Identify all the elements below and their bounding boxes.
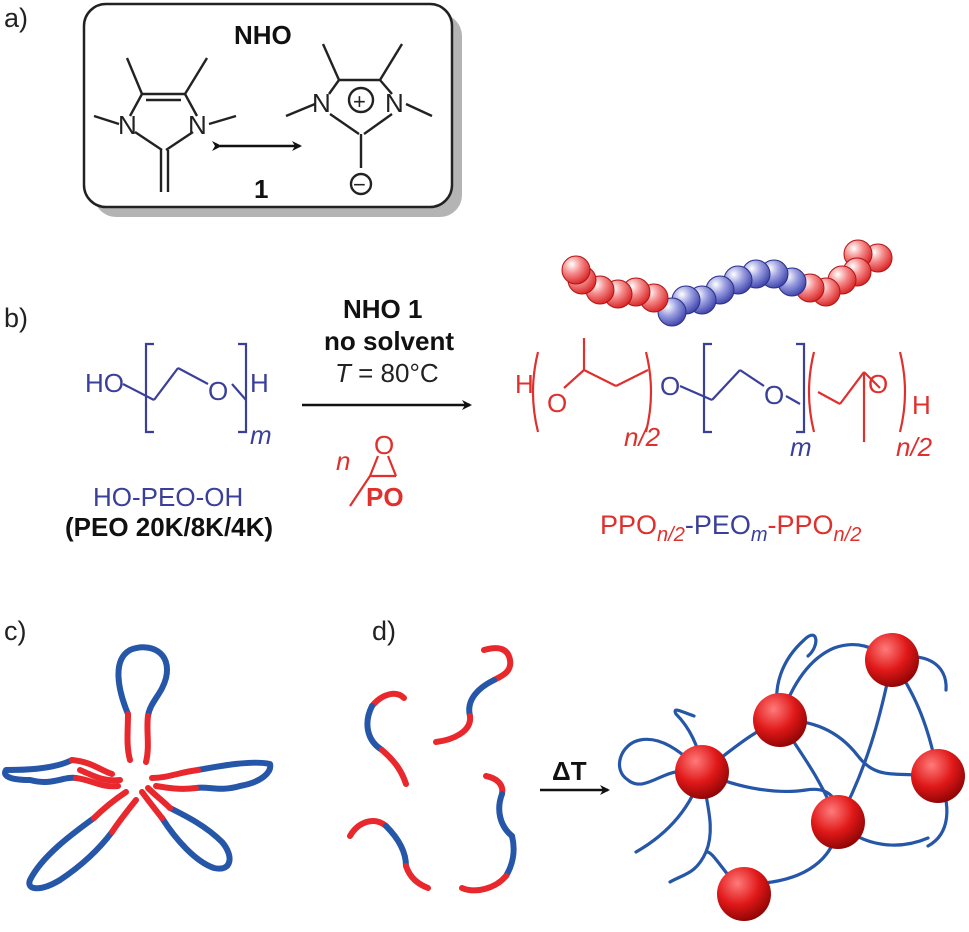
network-micelle-core [753, 693, 807, 747]
triblock-bead-model [561, 239, 893, 327]
condition-temperature: T = 80°C [335, 358, 439, 388]
panel-a-nho-structure: NHO N N 1 [82, 2, 462, 217]
product-subscript-n2: n/2 [896, 432, 933, 462]
nho-ylidic-form [285, 43, 433, 196]
network-micelle-core [811, 795, 865, 849]
micelle-loop [193, 759, 274, 792]
network-micelle-core [675, 745, 729, 799]
plus-charge: + [353, 89, 366, 114]
hydrogel-network [617, 633, 965, 921]
panel-label-d: d) [372, 616, 396, 646]
monomer-coefficient: n [336, 446, 350, 476]
atom-n: N [118, 110, 137, 140]
product-h-right: H [912, 390, 931, 420]
product-subscript-m: m [790, 432, 812, 462]
panel-label-a: a) [4, 3, 28, 33]
micelle-loop [115, 644, 170, 719]
micelle-loop [2, 757, 79, 785]
product-subscript-n2: n/2 [624, 422, 661, 452]
atom-n: N [385, 88, 404, 118]
product-h-left: H [515, 369, 534, 399]
reactant-name: HO-PEO-OH [93, 482, 243, 512]
monomer-po: n O PO [336, 430, 404, 512]
condition-catalyst: NHO 1 [343, 294, 422, 324]
free-chains [347, 645, 517, 894]
panel-label-b: b) [4, 303, 28, 333]
flower-micelle [2, 644, 274, 892]
network-micelle-core [865, 633, 919, 687]
product-name: PPOn/2-PEOm-PPOn/2 [600, 510, 861, 546]
nho-label: NHO [234, 20, 292, 50]
monomer-name: PO [366, 482, 404, 512]
reactant-subscript-m: m [250, 420, 272, 450]
micelle-loop [26, 815, 115, 892]
monomer-o: O [374, 430, 394, 460]
reactant-grades: (PEO 20K/8K/4K) [65, 512, 273, 542]
condition-solvent: no solvent [324, 326, 454, 356]
product-o: O [660, 371, 680, 401]
minus-charge: − [353, 172, 366, 197]
nho-neutral-form [93, 57, 237, 192]
product-o: O [764, 380, 784, 410]
product-o: O [547, 388, 567, 418]
reactant-ho: HO [85, 368, 124, 398]
reactant-o: O [208, 376, 228, 406]
reactant-peo: HO O H m HO-PEO-OH (PEO 20K/8K/4K) [65, 342, 273, 542]
atom-n: N [188, 110, 207, 140]
compound-number: 1 [254, 174, 268, 204]
product-o: O [868, 369, 888, 399]
reactant-h: H [250, 368, 269, 398]
micelle-loop [159, 805, 233, 872]
atom-n: N [312, 88, 331, 118]
panel-label-c: c) [4, 616, 27, 646]
network-micelle-core [911, 749, 965, 803]
reaction-conditions: NHO 1 no solvent T = 80°C [324, 294, 454, 388]
heat-label: ΔT [552, 756, 587, 786]
network-micelle-core [717, 867, 771, 921]
product-triblock: H O n/2 O O m O [515, 338, 933, 546]
